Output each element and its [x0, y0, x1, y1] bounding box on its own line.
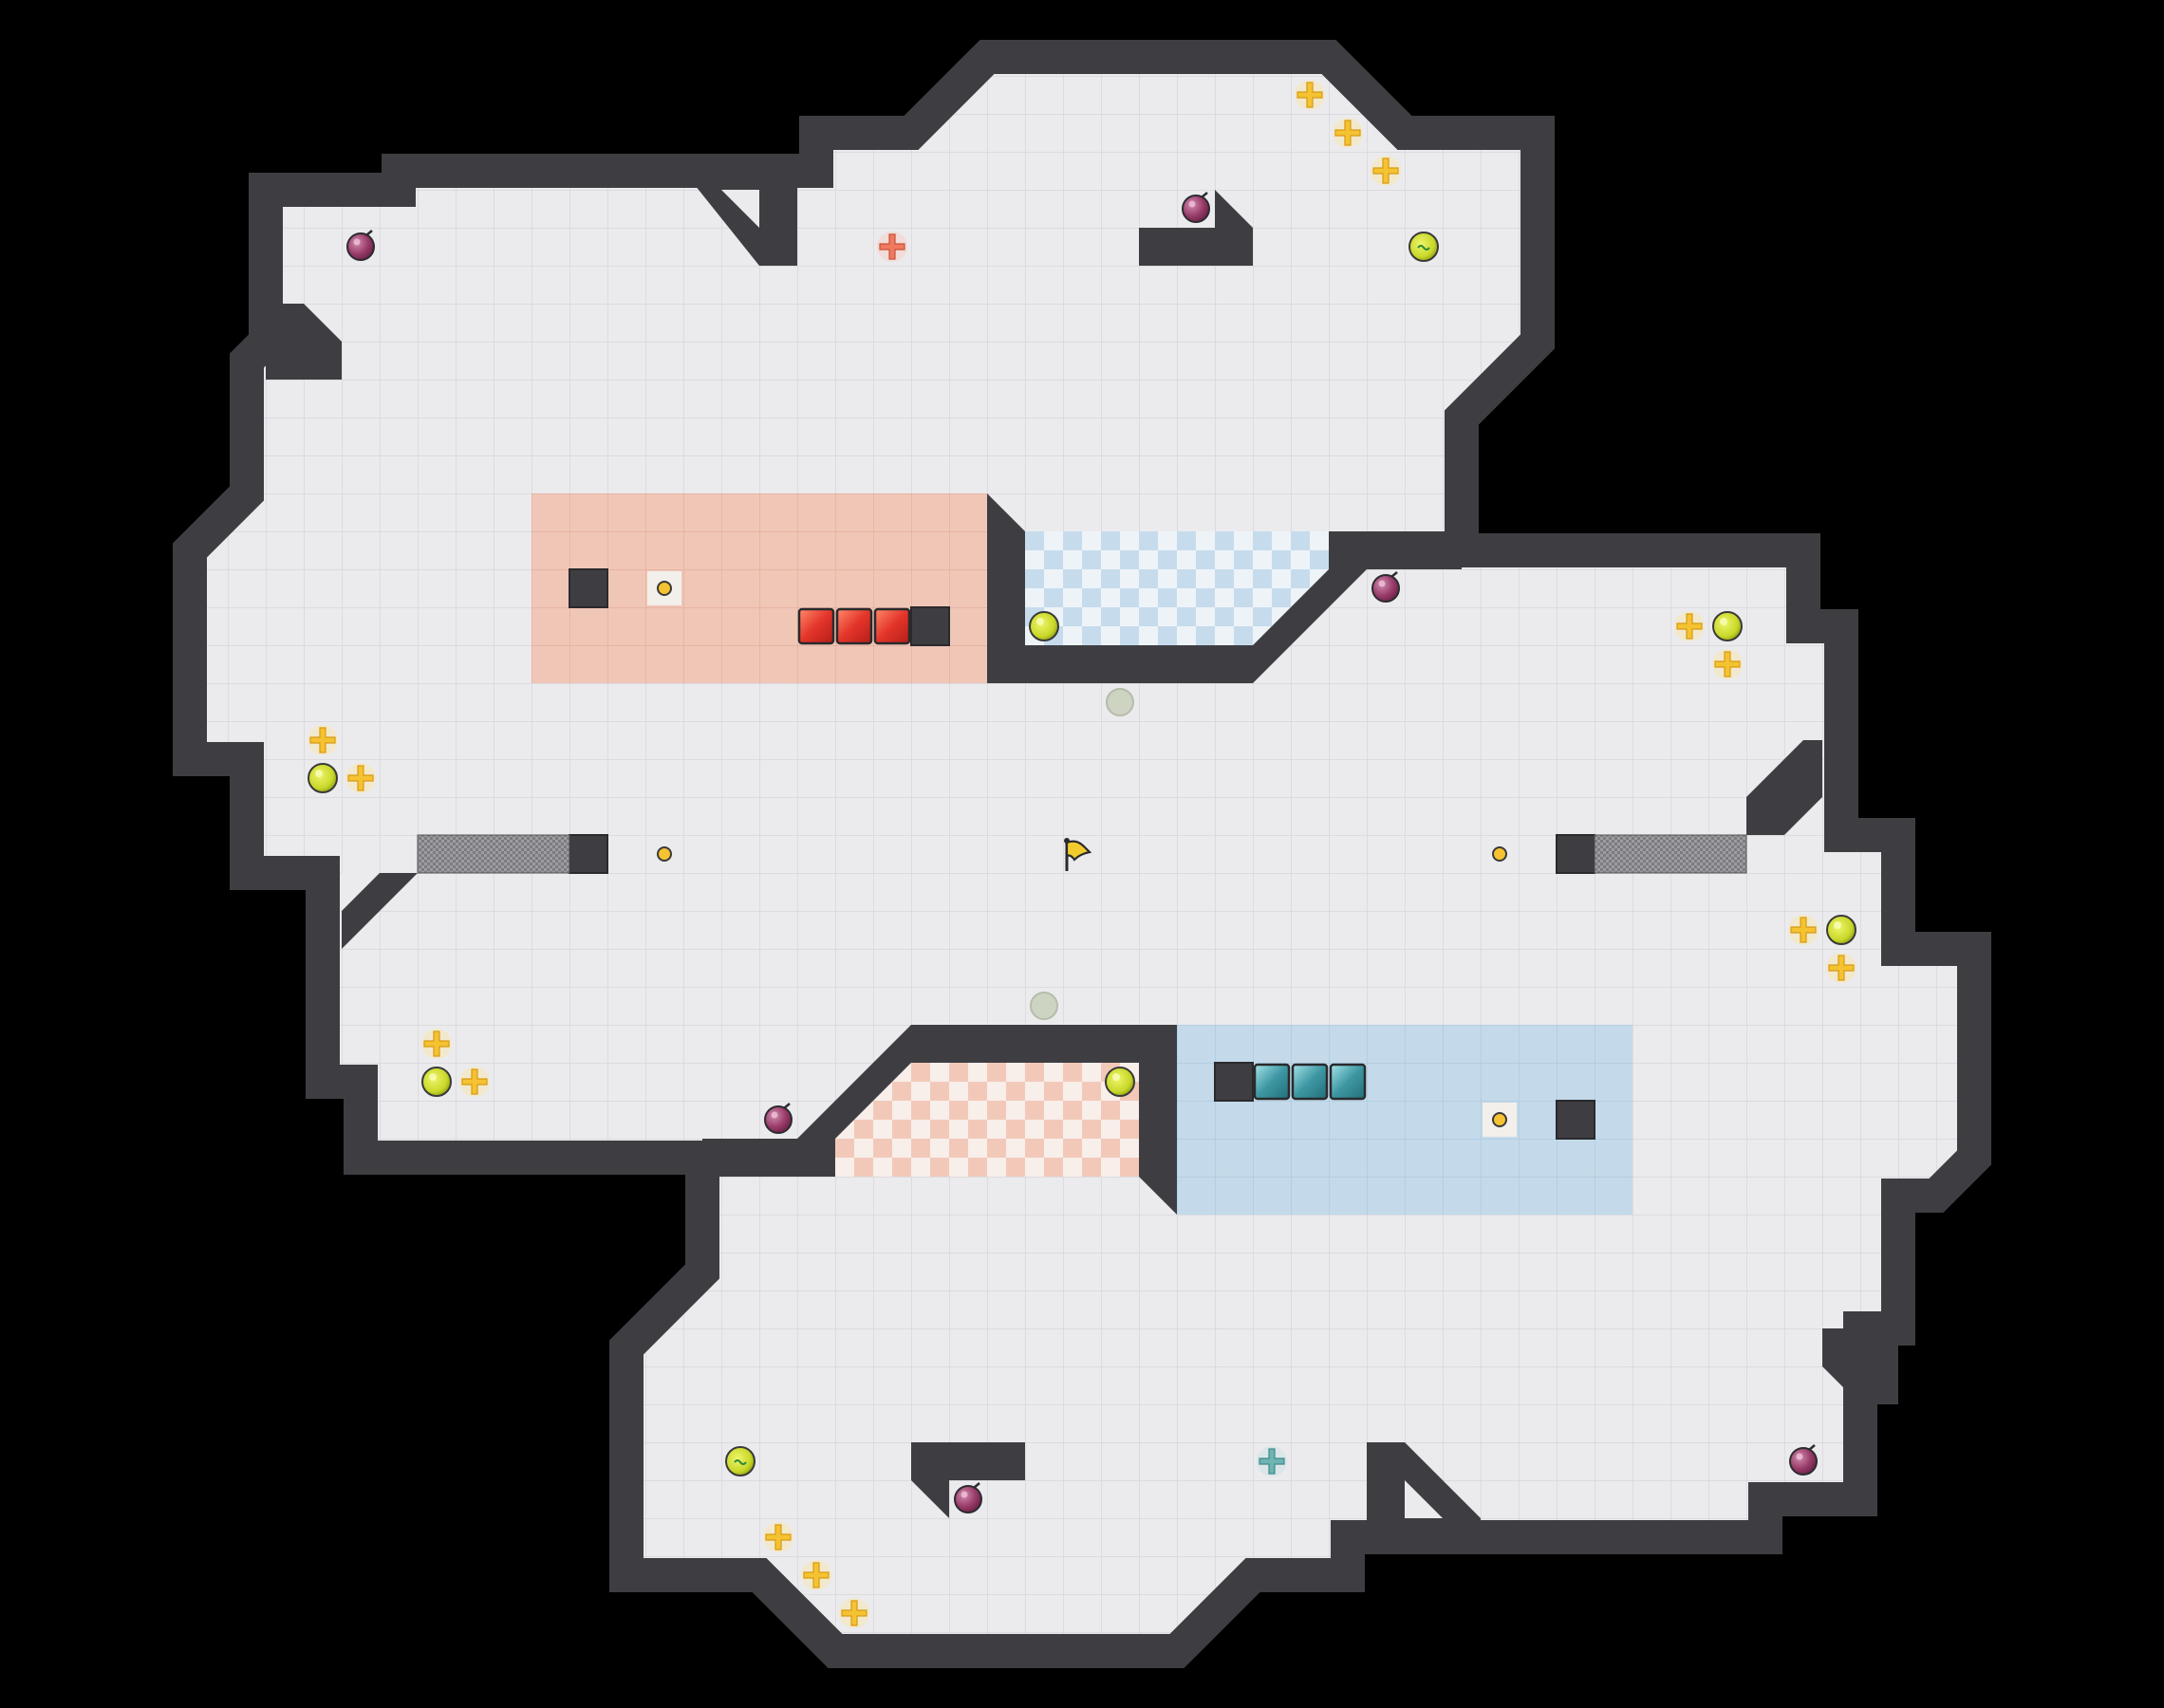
boost-icon	[1370, 155, 1402, 187]
boost-icon	[307, 724, 339, 756]
wall-divider-upper	[987, 493, 1462, 683]
wall-wedge-top-left	[683, 171, 797, 266]
blue-flag-tiles	[1253, 1063, 1367, 1101]
powerup-icon	[308, 763, 338, 793]
outer-wall	[173, 40, 1991, 1668]
boost-icon	[1294, 79, 1326, 111]
boost-icon	[838, 1597, 870, 1629]
wall-block	[910, 606, 950, 646]
blue-checker-zone	[1025, 531, 1329, 645]
red-checker-zone	[835, 1063, 1139, 1177]
powerup-icon	[421, 1067, 452, 1097]
boost-icon	[458, 1066, 491, 1098]
portal-icon	[1408, 232, 1439, 262]
spawn-marker	[1106, 688, 1134, 716]
wall-wedge-bottom-right-inner	[1405, 1480, 1443, 1518]
powerup-icon	[1105, 1067, 1135, 1097]
wall-block	[569, 568, 608, 608]
wall-block	[1556, 834, 1595, 874]
powerup-icon	[1826, 915, 1856, 945]
wall-wedge-bottom-right	[1367, 1442, 1481, 1537]
wall-block	[1556, 1100, 1595, 1140]
powerup-icon	[1712, 611, 1743, 641]
boost-icon	[800, 1559, 832, 1591]
boost-icon	[1673, 610, 1706, 642]
blue-boost-icon	[1256, 1445, 1288, 1477]
red-boost-icon	[876, 231, 908, 263]
button-icon	[657, 846, 672, 862]
wall-step-right	[1822, 1328, 1898, 1404]
button-icon	[1492, 846, 1507, 862]
gate-left	[417, 834, 570, 874]
gate-right	[1594, 834, 1747, 874]
wall-wedge-right	[1746, 740, 1822, 835]
boost-icon	[762, 1521, 794, 1553]
wall-block	[1214, 1062, 1254, 1102]
portal-icon	[725, 1446, 756, 1476]
neutral-flag-icon	[1064, 838, 1092, 871]
boost-icon	[420, 1028, 453, 1060]
wall-wedge-left-inner	[342, 873, 380, 911]
wall-step-left	[266, 304, 342, 380]
button-icon	[1492, 1112, 1507, 1127]
wall-wedge-top-left-inner	[721, 190, 759, 228]
boost-icon	[1332, 117, 1364, 149]
boost-icon	[1711, 648, 1744, 680]
powerup-icon	[1029, 611, 1059, 641]
red-flag-tiles	[797, 607, 911, 645]
boost-icon	[345, 762, 377, 794]
spawn-marker	[1030, 992, 1058, 1020]
wall-block	[569, 834, 608, 874]
wall-hook-bottom	[911, 1442, 1025, 1518]
boost-icon	[1787, 914, 1819, 946]
wall-divider-lower	[702, 1025, 1177, 1215]
wall-hook-top	[1139, 190, 1253, 266]
boost-icon	[1825, 952, 1857, 984]
wall-wedge-right-inner	[1784, 797, 1822, 835]
button-icon	[657, 581, 672, 596]
